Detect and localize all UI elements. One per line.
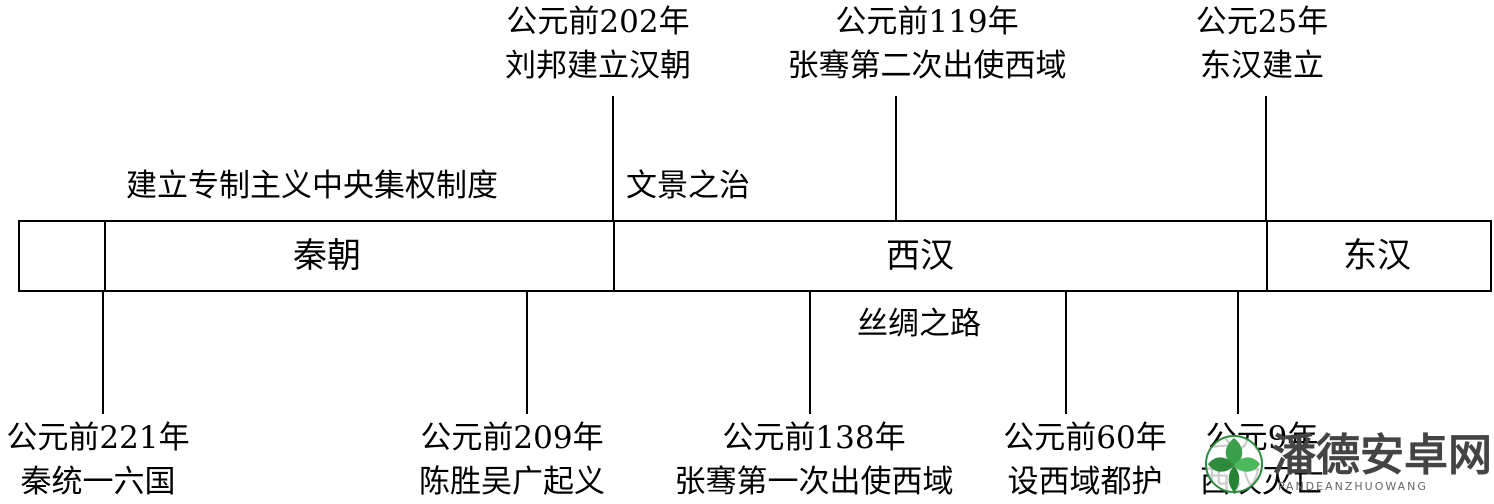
watermark-subtext: PANDEANZHUOWANG [1278,480,1428,493]
event-date: 公元前119年 [835,4,1019,40]
divider-start-qin [104,222,106,290]
event-119bc: 公元前119年 张骞第二次出使西域 [788,0,1067,88]
event-202bc: 公元前202年 刘邦建立汉朝 [505,0,691,88]
event-desc: 张骞第一次出使西域 [674,464,954,500]
tick-221bc [102,290,104,414]
divider-qin-western-han [613,222,615,290]
event-138bc: 公元前138年 张骞第一次出使西域 [675,416,954,504]
event-date: 公元前202年 [506,4,690,40]
divider-western-eastern-han [1266,222,1268,290]
event-date: 公元25年 [1195,4,1329,40]
leaf-logo-icon [1205,435,1263,493]
event-desc: 秦统一六国 [20,464,176,500]
tick-25ad [1265,96,1267,222]
event-desc: 东汉建立 [1199,48,1324,84]
annotation-silk-road: 丝绸之路 [857,306,981,342]
event-209bc: 公元前209年 陈胜吴广起义 [419,416,605,504]
event-25ad: 公元25年 东汉建立 [1196,0,1328,88]
watermark-text: 潘德安卓网 [1272,430,1492,481]
period-eastern-han: 东汉 [1343,236,1411,276]
tick-202bc [612,96,614,222]
watermark: 潘德安卓网 PANDEANZHUOWANG [1196,428,1492,498]
event-date: 公元前138年 [722,420,906,456]
period-western-han: 西汉 [886,236,954,276]
event-date: 公元前221年 [6,420,190,456]
event-desc: 刘邦建立汉朝 [505,48,691,84]
tick-119bc [895,96,897,222]
event-desc: 陈胜吴广起义 [419,464,605,500]
tick-9ad [1237,290,1239,414]
timeline-bar: 秦朝 西汉 东汉 [18,220,1492,292]
tick-60bc [1065,290,1067,414]
tick-138bc [809,290,811,414]
tick-209bc [526,290,528,414]
event-date: 公元前209年 [420,420,604,456]
event-desc: 设西域都护 [1007,464,1163,500]
annotation-qin-policy: 建立专制主义中央集权制度 [126,168,498,204]
event-date: 公元前60年 [1003,420,1167,456]
annotation-wenjing: 文景之治 [626,168,750,204]
event-60bc: 公元前60年 设西域都护 [1003,416,1166,504]
period-qin: 秦朝 [293,236,361,276]
event-221bc: 公元前221年 秦统一六国 [6,416,189,504]
event-desc: 张骞第二次出使西域 [787,48,1067,84]
